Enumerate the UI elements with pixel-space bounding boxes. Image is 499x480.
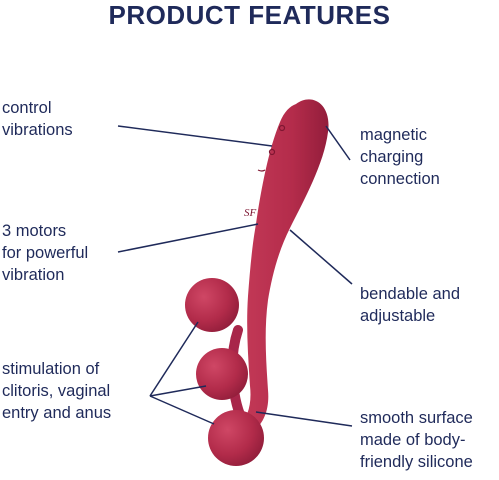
feature-control-vibrations: control vibrations bbox=[2, 99, 73, 139]
leader-control-vibrations bbox=[117, 125, 273, 147]
leader-smooth-surface bbox=[255, 411, 353, 427]
leader-magnetic-charging bbox=[325, 125, 351, 161]
product-button-mid bbox=[268, 148, 276, 156]
feature-bendable: bendable and adjustable bbox=[360, 285, 461, 325]
leader-stimulation-top bbox=[149, 321, 199, 397]
feature-smooth-surface: smooth surface made of body- friendly si… bbox=[360, 409, 473, 471]
leader-three-motors bbox=[117, 223, 259, 253]
product-ball-bottom bbox=[208, 410, 264, 466]
feature-magnetic-charging: magnetic charging connection bbox=[360, 126, 440, 188]
leader-bendable bbox=[289, 229, 353, 285]
feature-three-motors: 3 motors for powerful vibration bbox=[2, 222, 89, 284]
product-ball-top bbox=[185, 278, 239, 332]
product-ball-middle bbox=[196, 348, 248, 400]
page-title: PRODUCT FEATURES bbox=[108, 0, 391, 30]
leader-stimulation-bottom bbox=[149, 395, 215, 425]
leader-stimulation-middle bbox=[149, 385, 207, 397]
feature-stimulation: stimulation of clitoris, vaginal entry a… bbox=[2, 360, 112, 422]
product-main-arm bbox=[238, 99, 329, 437]
product-logo-mark: SF bbox=[244, 207, 257, 219]
product-button-low bbox=[257, 169, 266, 172]
product-button-top bbox=[278, 124, 286, 132]
